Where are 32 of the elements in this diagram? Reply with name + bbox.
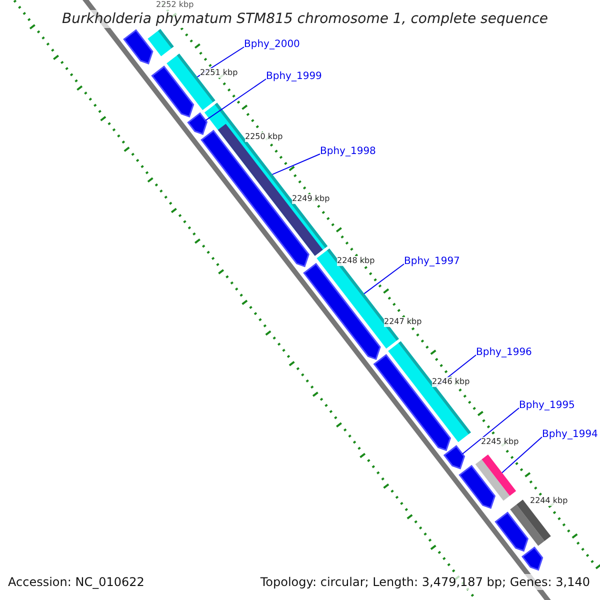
gene-feature (521, 546, 544, 571)
scale-label: 2247 kbp (384, 317, 422, 327)
gene-label: Bphy_1998 (320, 146, 376, 158)
gene-feature (373, 354, 452, 452)
gene-feature (494, 512, 529, 552)
gene-feature (458, 464, 496, 509)
scale-label: 2252 kbp (156, 0, 194, 10)
gene-feature (151, 66, 194, 118)
leader-line (272, 154, 320, 175)
scale-label: 2249 kbp (292, 194, 330, 204)
scale-label: 2248 kbp (337, 256, 375, 266)
sequence-info-text: Topology: circular; Length: 3,479,187 bp; Genes: 3,140 (260, 574, 590, 590)
gene-block (475, 454, 516, 501)
scale-label: 2251 kbp (200, 68, 238, 78)
gene-feature (443, 445, 466, 470)
scale-label: 2244 kbp (530, 496, 568, 506)
leader-line (205, 78, 266, 121)
gene-feature (187, 112, 208, 135)
gene-feature (123, 29, 154, 64)
accession-text: Accession: NC_010622 (8, 574, 144, 590)
gene-label: Bphy_1999 (266, 71, 322, 83)
gene-label: Bphy_1994 (542, 429, 598, 441)
leader-line (502, 436, 542, 474)
scale-label: 2245 kbp (481, 437, 519, 447)
scale-label: 2246 kbp (432, 377, 470, 387)
scale-label: 2250 kbp (245, 132, 283, 142)
leader-line (364, 264, 404, 294)
gene-label: Bphy_1996 (476, 347, 532, 359)
gene-label: Bphy_2000 (244, 39, 300, 51)
leader-line (462, 408, 520, 455)
gene-label: Bphy_1995 (519, 400, 575, 412)
gene-label: Bphy_1997 (404, 256, 460, 268)
